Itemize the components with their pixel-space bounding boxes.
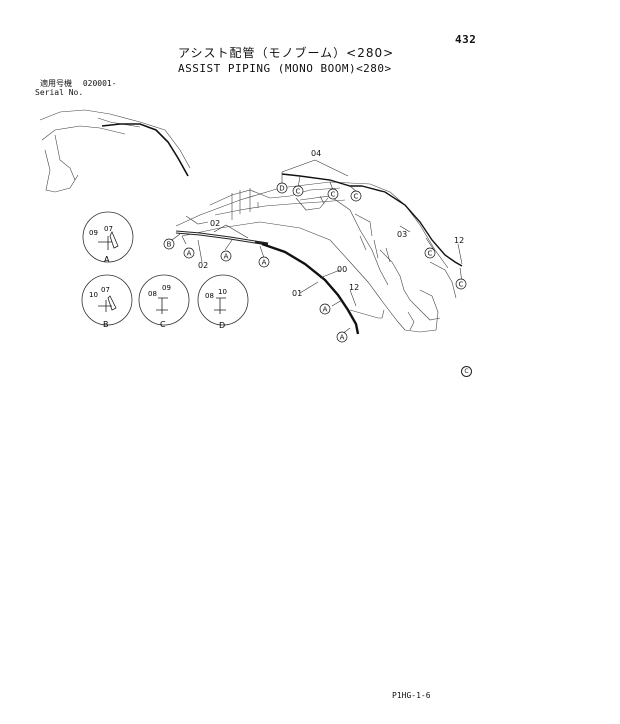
serial-value: 020001- [82, 79, 117, 88]
svg-text:A: A [323, 306, 328, 314]
detail-view-d: 10 08 D [197, 274, 249, 330]
svg-text:C: C [428, 250, 433, 258]
svg-text:D: D [279, 185, 284, 193]
detail-label-b: B [103, 320, 109, 329]
svg-text:C: C [331, 191, 336, 199]
callout-01: 01 [292, 289, 302, 298]
svg-text:09: 09 [162, 284, 171, 292]
marker-a-4: A [319, 303, 331, 315]
marker-c-2: C [327, 188, 339, 200]
serial-label-jp: 適用号機 [40, 79, 72, 88]
marker-c-1: C [292, 185, 304, 197]
piping-lines [101, 123, 463, 335]
svg-text:07: 07 [104, 225, 113, 233]
svg-text:A: A [262, 259, 267, 267]
svg-text:C: C [296, 188, 301, 196]
detail-view-c: 09 08 C [138, 274, 190, 329]
marker-a-3: A [258, 256, 270, 268]
detail-label-c: C [160, 320, 166, 329]
marker-c-4: C [424, 247, 436, 259]
copyright-mark: C [461, 366, 472, 377]
marker-a-2: A [220, 250, 232, 262]
callout-02-lower: 02 [198, 261, 208, 270]
svg-text:A: A [187, 250, 192, 258]
svg-text:09: 09 [89, 229, 98, 237]
marker-a-5: A [336, 331, 348, 343]
page-number: 432 [455, 33, 477, 46]
callout-12-upper: 12 [454, 236, 464, 245]
svg-text:C: C [354, 193, 359, 201]
title-english: ASSIST PIPING (MONO BOOM)<280> [178, 62, 392, 75]
title-japanese: アシスト配管（モノブーム）<280> [178, 46, 395, 60]
callout-02-upper: 02 [210, 219, 220, 228]
part-callouts: 04 03 02 02 00 01 12 12 [198, 149, 464, 298]
serial-label-en: Serial No. [35, 88, 84, 97]
callout-12-lower: 12 [349, 283, 359, 292]
marker-c-5: C [455, 278, 467, 290]
callout-04: 04 [311, 149, 321, 158]
svg-text:C: C [459, 281, 464, 289]
marker-d: D [276, 182, 288, 194]
boom-outline [39, 109, 457, 333]
svg-text:08: 08 [205, 292, 214, 300]
svg-text:10: 10 [89, 291, 98, 299]
svg-text:A: A [340, 334, 345, 342]
detail-label-d: D [219, 321, 225, 330]
detail-view-a: 07 09 A [82, 211, 134, 264]
svg-text:10: 10 [218, 288, 227, 296]
reference-markers: D C C C B A A A C C A A [163, 182, 467, 343]
detail-view-b: 07 10 B [81, 274, 133, 329]
serial-number-row: 適用号機 020001- [40, 79, 117, 88]
svg-text:07: 07 [101, 286, 110, 294]
marker-a-1: A [183, 247, 195, 259]
svg-text:B: B [167, 241, 172, 249]
svg-text:A: A [224, 253, 229, 261]
callout-03: 03 [397, 230, 407, 239]
footer-code: P1HG-1-6 [392, 691, 431, 700]
svg-text:08: 08 [148, 290, 157, 298]
marker-b: B [163, 238, 175, 250]
leader-lines [171, 159, 463, 335]
marker-c-3: C [350, 190, 362, 202]
callout-00: 00 [337, 265, 347, 274]
detail-label-a: A [104, 255, 110, 264]
